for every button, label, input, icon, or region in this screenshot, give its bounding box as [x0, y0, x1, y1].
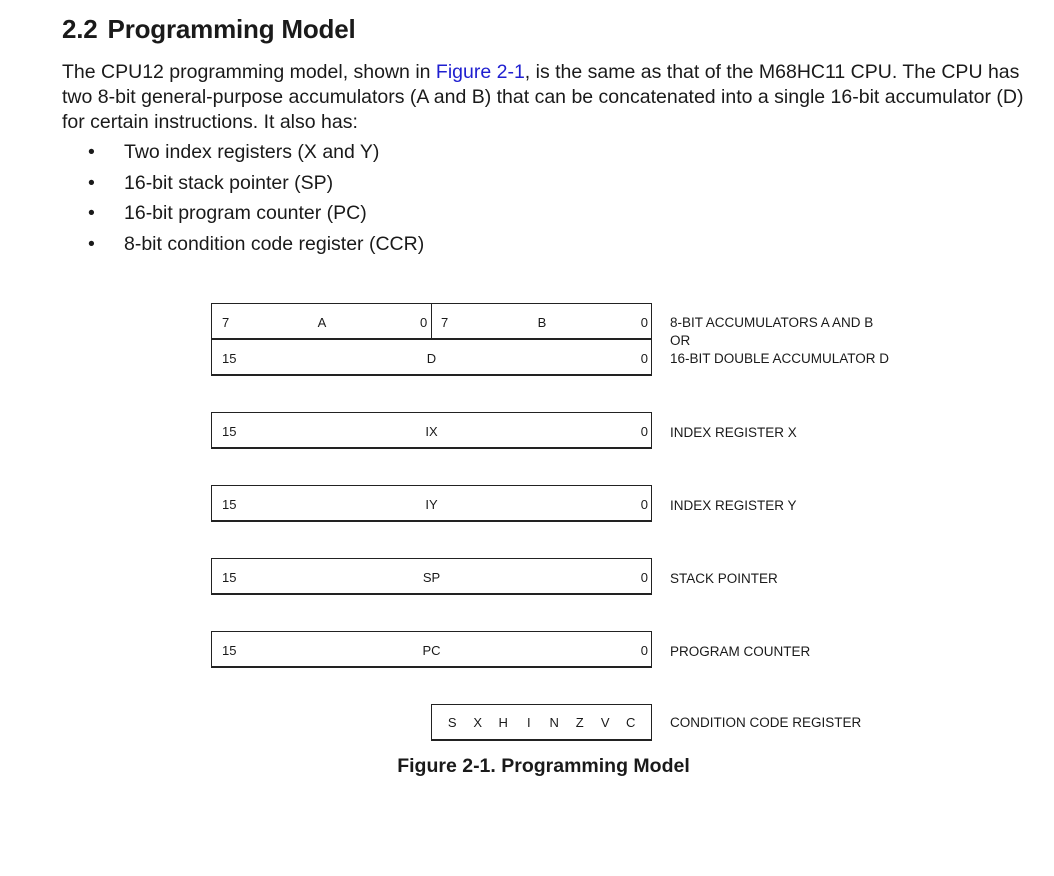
- program-counter-register: 15 PC 0: [211, 631, 652, 668]
- list-item-text: 16-bit program counter (PC): [124, 202, 367, 225]
- section-heading: 2.2 Programming Model: [62, 14, 356, 45]
- bit-label-low: 0: [640, 315, 648, 330]
- ccr-bit: N: [549, 714, 559, 730]
- register-description: CONDITION CODE REGISTER: [670, 715, 862, 730]
- bit-label-low: 0: [420, 315, 428, 330]
- register-description: INDEX REGISTER X: [670, 425, 797, 440]
- register-name: SP: [422, 570, 441, 585]
- figure-caption: Figure 2-1. Programming Model: [397, 755, 690, 777]
- accumulator-d-label: D: [426, 351, 437, 366]
- accumulator-ab-register: 7 A 0 7 B 0: [211, 303, 652, 340]
- bit-label-low: 0: [640, 643, 648, 658]
- register-name: IY: [425, 497, 438, 512]
- accumulator-b-label: B: [537, 315, 547, 330]
- bit-label-high: 15: [222, 351, 237, 366]
- figure-link[interactable]: Figure 2-1: [435, 61, 525, 83]
- paragraph-text-end: , is the same as that of the M68HC11 CPU…: [62, 61, 1024, 133]
- register-divider: [431, 304, 432, 338]
- ccr-bit: H: [498, 714, 508, 730]
- index-register-x: 15 IX 0: [211, 412, 652, 449]
- register-name: IX: [425, 424, 438, 439]
- bit-label-high: 15: [222, 643, 237, 658]
- bit-label-high: 15: [222, 424, 237, 439]
- list-item: • 16-bit stack pointer (SP): [62, 171, 424, 202]
- ccr-bit: C: [626, 714, 636, 730]
- bit-label-low: 0: [640, 351, 648, 366]
- accumulator-d-register: 15 D 0: [211, 339, 652, 376]
- list-item: • 8-bit condition code register (CCR): [62, 232, 424, 263]
- list-item-text: 16-bit stack pointer (SP): [124, 171, 334, 194]
- list-item-text: Two index registers (X and Y): [124, 141, 380, 163]
- bullet-icon: •: [88, 202, 95, 225]
- list-item: • 16-bit program counter (PC): [62, 201, 424, 232]
- condition-code-register: S X H I N Z V C: [431, 704, 652, 741]
- bit-label-low: 0: [640, 424, 648, 439]
- bit-label-high: 15: [222, 497, 237, 512]
- list-item: • Two index registers (X and Y): [62, 140, 424, 171]
- register-name: PC: [422, 643, 441, 658]
- ccr-bit: Z: [575, 714, 584, 730]
- index-register-y: 15 IY 0: [211, 485, 652, 522]
- register-description: PROGRAM COUNTER: [670, 644, 811, 659]
- bit-label-high: 15: [222, 570, 237, 585]
- intro-paragraph: The CPU12 programming model, shown in Fi…: [62, 60, 1042, 135]
- ccr-bit: I: [526, 714, 531, 730]
- bit-label-low: 0: [640, 570, 648, 585]
- bit-label-low: 0: [640, 497, 648, 512]
- register-bullet-list: • Two index registers (X and Y) • 16-bit s…: [62, 140, 424, 263]
- section-title: Programming Model: [107, 14, 356, 44]
- paragraph-text-start: The CPU12 programming model, shown in: [62, 61, 436, 83]
- bullet-icon: •: [88, 171, 95, 194]
- bit-label-high: 7: [222, 315, 230, 330]
- description-line: 8-BIT ACCUMULATORS A AND B: [670, 315, 874, 330]
- accumulator-a-label: A: [317, 315, 327, 330]
- description-line: 16-BIT DOUBLE ACCUMULATOR D: [670, 351, 890, 366]
- ccr-bit: X: [473, 714, 483, 730]
- bit-label-high: 7: [441, 315, 449, 330]
- ccr-bit: V: [600, 714, 610, 730]
- ccr-bit: S: [447, 714, 457, 730]
- bullet-icon: •: [88, 233, 95, 256]
- register-description: STACK POINTER: [670, 571, 778, 586]
- stack-pointer-register: 15 SP 0: [211, 558, 652, 595]
- description-line: OR: [670, 333, 691, 348]
- register-description: INDEX REGISTER Y: [670, 498, 797, 513]
- list-item-text: 8-bit condition code register (CCR): [124, 233, 425, 256]
- accumulator-description: 8-BIT ACCUMULATORS A AND B OR 16-BIT DOU…: [670, 314, 889, 368]
- section-number: 2.2: [62, 14, 98, 44]
- bullet-icon: •: [88, 141, 95, 163]
